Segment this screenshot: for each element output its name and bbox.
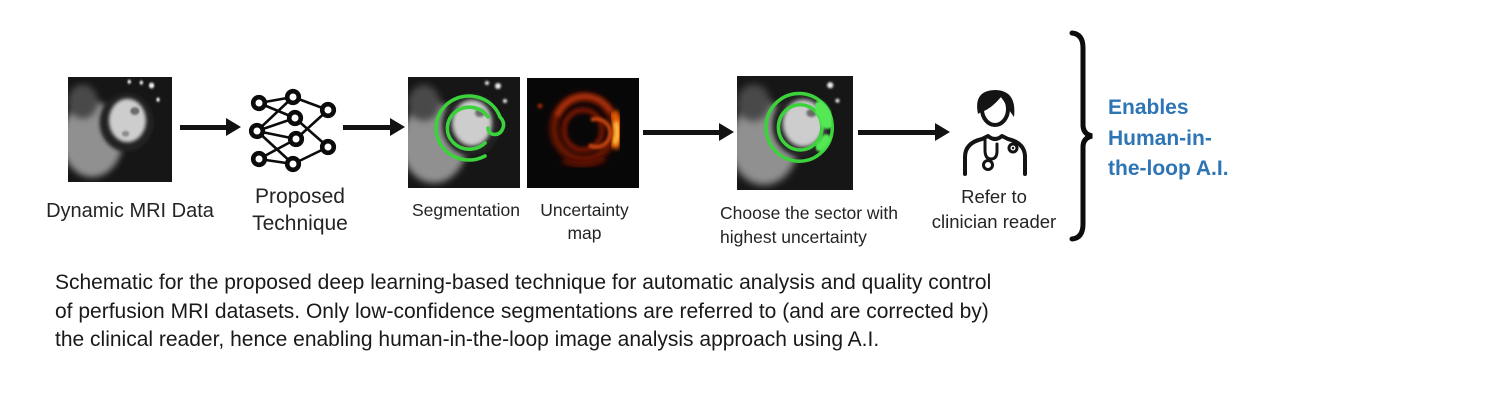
mri-input-image [68, 77, 172, 182]
uncertainty-map-image [527, 78, 639, 188]
flow-arrow-4 [858, 122, 950, 141]
highlighted-sector [813, 101, 834, 152]
sector-label: Choose the sector with highest uncertain… [720, 203, 899, 247]
flow-arrow-1 [180, 117, 241, 136]
uncertainty-label: Uncertainty map [540, 200, 629, 243]
curly-brace-icon [1068, 30, 1094, 242]
flow-arrow-2 [343, 117, 405, 136]
technique-label: Proposed Technique [252, 185, 348, 235]
segmentation-image [408, 77, 520, 188]
outcome-text: Enables Human-in- the-loop A.I. [1108, 96, 1229, 180]
clinician-icon [957, 84, 1033, 176]
segmentation-contours [434, 94, 506, 162]
flow-arrow-3 [643, 122, 734, 141]
segmentation-label: Segmentation [412, 200, 520, 220]
neural-network-icon [249, 87, 337, 173]
mri-input-graphic [68, 77, 172, 182]
clinician-hair [977, 90, 1015, 117]
figure-caption: Schematic for the proposed deep learning… [55, 271, 992, 351]
sector-contours [764, 91, 835, 163]
input-label: Dynamic MRI Data [46, 200, 214, 222]
refer-label: Refer to clinician reader [931, 186, 1057, 232]
sector-highlight-image [737, 76, 853, 190]
